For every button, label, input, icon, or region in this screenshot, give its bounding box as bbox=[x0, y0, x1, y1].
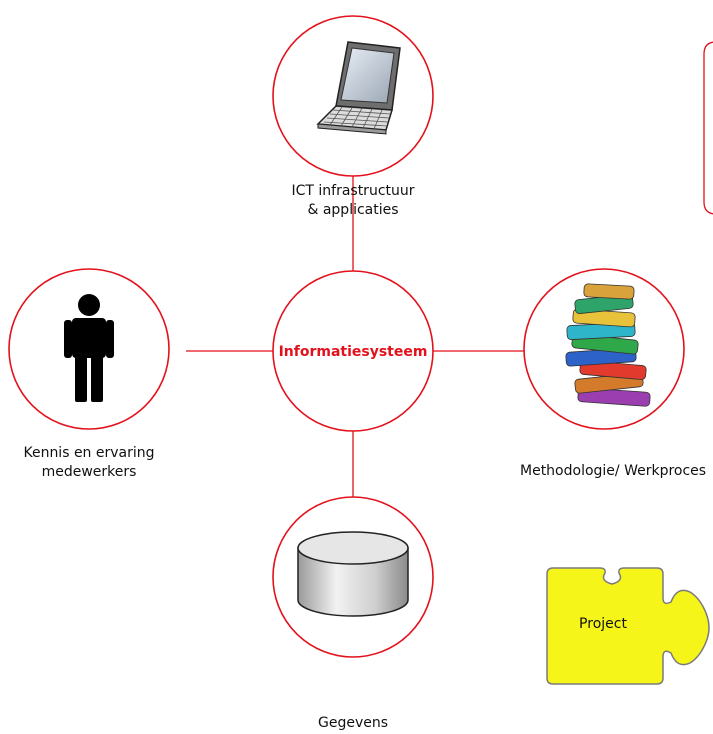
node-ict[interactable]: ICT infrastructuur & applicaties bbox=[272, 15, 434, 218]
kennis-label-line1: Kennis en ervaring bbox=[23, 445, 154, 461]
methodologie-label: Methodologie/ Werkproces bbox=[520, 463, 706, 479]
ict-label-line1: ICT infrastructuur bbox=[291, 183, 414, 199]
person-icon bbox=[64, 294, 114, 402]
laptop-icon bbox=[316, 41, 401, 135]
puzzle-piece-icon bbox=[546, 567, 710, 685]
connectors bbox=[186, 175, 525, 497]
center-label: Informatiesysteem bbox=[279, 344, 428, 360]
ict-label-line2: & applicaties bbox=[307, 202, 398, 218]
project-puzzle[interactable]: Project bbox=[546, 567, 710, 685]
database-icon bbox=[297, 531, 409, 617]
books-icon bbox=[565, 283, 651, 407]
center-circle bbox=[272, 270, 434, 432]
node-methodologie[interactable]: Methodologie/ Werkproces bbox=[520, 268, 706, 479]
gegevens-label: Gegevens bbox=[318, 715, 388, 731]
center-node[interactable]: Informatiesysteem bbox=[272, 270, 434, 432]
offscreen-box bbox=[703, 41, 713, 215]
kennis-label-line2: medewerkers bbox=[42, 464, 137, 480]
node-kennis[interactable]: Kennis en ervaring medewerkers bbox=[8, 268, 170, 480]
project-label: Project bbox=[579, 616, 627, 632]
node-gegevens[interactable]: Gegevens bbox=[272, 496, 434, 731]
